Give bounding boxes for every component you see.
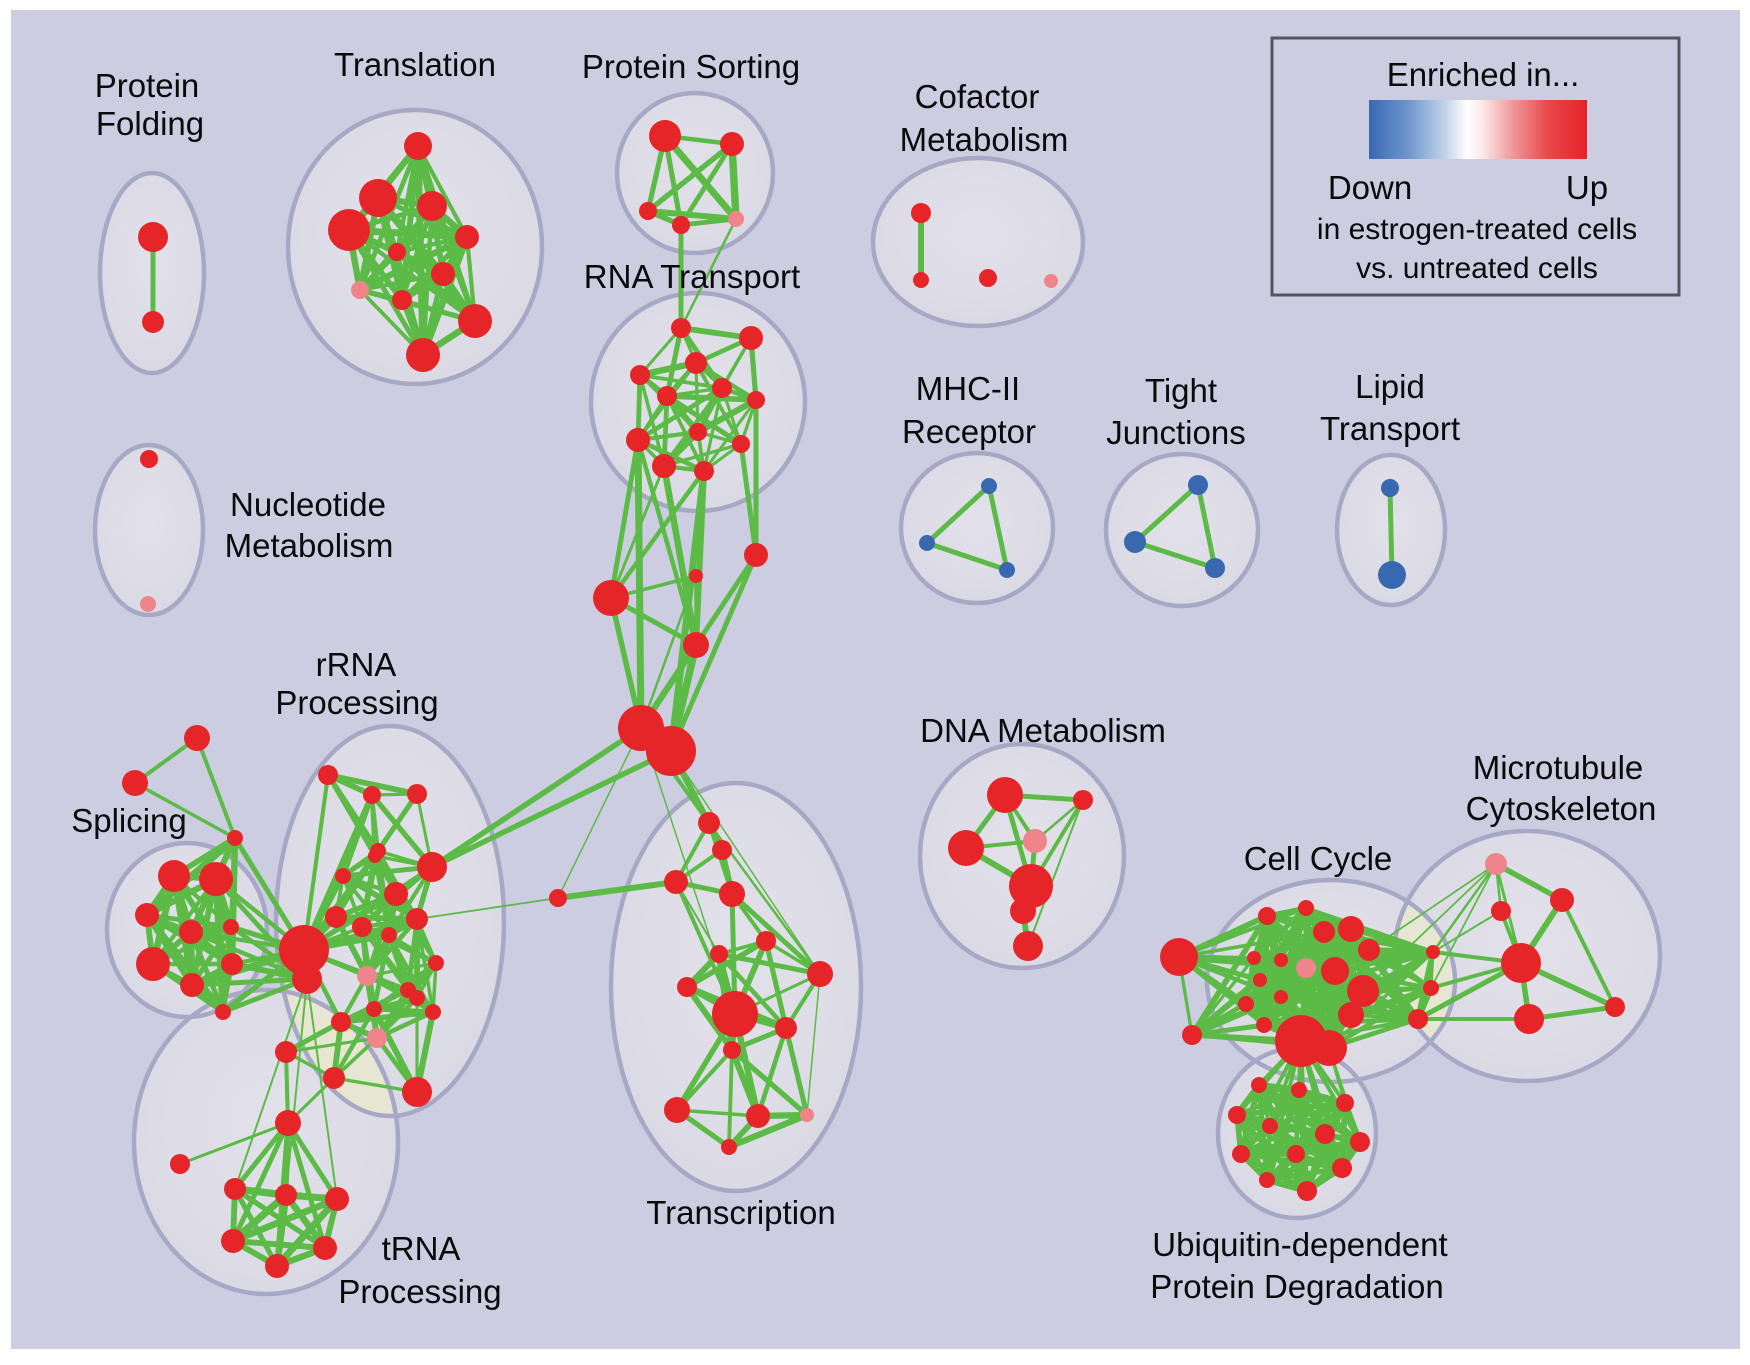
svg-text:Transport: Transport (1320, 410, 1460, 447)
svg-text:Translation: Translation (334, 46, 496, 83)
svg-text:rRNA: rRNA (316, 646, 397, 683)
svg-text:Receptor: Receptor (902, 413, 1036, 450)
svg-text:Protein: Protein (95, 67, 200, 104)
svg-text:Processing: Processing (275, 684, 438, 721)
svg-text:Ubiquitin-dependent: Ubiquitin-dependent (1152, 1226, 1447, 1263)
svg-text:Microtubule: Microtubule (1473, 749, 1644, 786)
svg-text:Up: Up (1566, 169, 1608, 206)
svg-text:RNA Transport: RNA Transport (584, 258, 800, 295)
svg-text:Protein Degradation: Protein Degradation (1150, 1268, 1444, 1305)
svg-text:MHC-II: MHC-II (916, 370, 1020, 407)
svg-text:Folding: Folding (96, 105, 204, 142)
svg-text:Protein Sorting: Protein Sorting (582, 48, 800, 85)
svg-text:Enriched in...: Enriched in... (1387, 56, 1580, 93)
svg-text:Tight: Tight (1145, 372, 1217, 409)
svg-text:Down: Down (1328, 169, 1412, 206)
svg-text:vs. untreated cells: vs. untreated cells (1356, 252, 1598, 285)
svg-text:Junctions: Junctions (1106, 414, 1245, 451)
svg-text:Nucleotide: Nucleotide (230, 486, 386, 523)
svg-text:Processing: Processing (338, 1273, 501, 1310)
svg-text:Transcription: Transcription (646, 1194, 836, 1231)
svg-text:DNA Metabolism: DNA Metabolism (920, 712, 1166, 749)
svg-text:Cofactor: Cofactor (915, 78, 1040, 115)
svg-text:Metabolism: Metabolism (225, 527, 394, 564)
svg-text:Cytoskeleton: Cytoskeleton (1466, 790, 1657, 827)
svg-text:tRNA: tRNA (382, 1230, 461, 1267)
svg-text:Metabolism: Metabolism (900, 121, 1069, 158)
svg-text:Splicing: Splicing (71, 802, 187, 839)
svg-text:Lipid: Lipid (1355, 368, 1425, 405)
svg-text:Cell Cycle: Cell Cycle (1244, 840, 1393, 877)
svg-text:in estrogen-treated cells: in estrogen-treated cells (1317, 213, 1637, 246)
